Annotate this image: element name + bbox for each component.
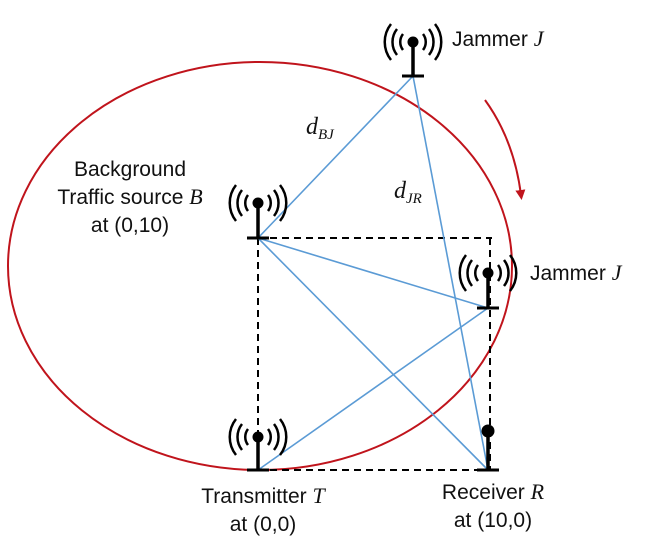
link-b-to-jammer-top [257, 75, 414, 239]
distance-jr-sub: JR [406, 191, 422, 207]
jammer-right-label: Jammer J [530, 260, 621, 286]
radio-antenna-icon [228, 184, 288, 240]
receiver-coord: at (10,0) [453, 508, 533, 532]
distance-jr-base: d [394, 178, 406, 204]
jammer-right-text: Jammer [530, 262, 606, 285]
signal-links [257, 75, 489, 471]
background-line2: Traffic source B [57, 183, 202, 212]
background-coord: at (0,10) [90, 213, 170, 237]
jammer-trajectory-circle [7, 61, 513, 471]
link-b-to-jammer-right [257, 237, 489, 309]
radio-antenna-icon [383, 23, 443, 78]
receiver-label: Receiver R at (10,0) [442, 478, 544, 534]
link-b-to-r [257, 237, 489, 471]
rotation-arrow-icon [484, 99, 526, 200]
jammer-right-symbol: J [611, 260, 622, 285]
receiver-text: Receiver [441, 481, 525, 504]
distance-bj-sub: BJ [318, 127, 334, 143]
transmitter-label: Transmitter T at (0,0) [201, 482, 325, 538]
jammer-top-text: Jammer [452, 28, 528, 51]
distance-jr-label: dJR [394, 178, 422, 208]
background-line1: Background [73, 158, 187, 181]
transmitter-text: Transmitter [201, 485, 307, 508]
background-symbol: B [189, 184, 203, 210]
transmitter-coord: at (0,0) [229, 512, 297, 536]
background-source-label: Background Traffic source B at (0,10) [57, 156, 202, 239]
link-t-to-jammer-right [257, 307, 489, 471]
jammer-top-symbol: J [533, 26, 544, 51]
transmitter-name: Transmitter T [201, 482, 325, 511]
distance-bj-label: dBJ [306, 114, 334, 144]
transmitter-symbol: T [312, 483, 325, 508]
receiver-name: Receiver R [442, 478, 544, 507]
receiver-antenna-icon [477, 424, 499, 472]
distance-bj-base: d [306, 114, 318, 140]
receiver-symbol: R [530, 479, 545, 504]
radio-antenna-icon [228, 418, 288, 472]
radio-antenna-icon [458, 254, 518, 310]
link-jammer-top-to-r [412, 75, 489, 471]
jammer-top-label: Jammer J [452, 26, 543, 52]
background-line2-text: Traffic source [57, 186, 184, 210]
